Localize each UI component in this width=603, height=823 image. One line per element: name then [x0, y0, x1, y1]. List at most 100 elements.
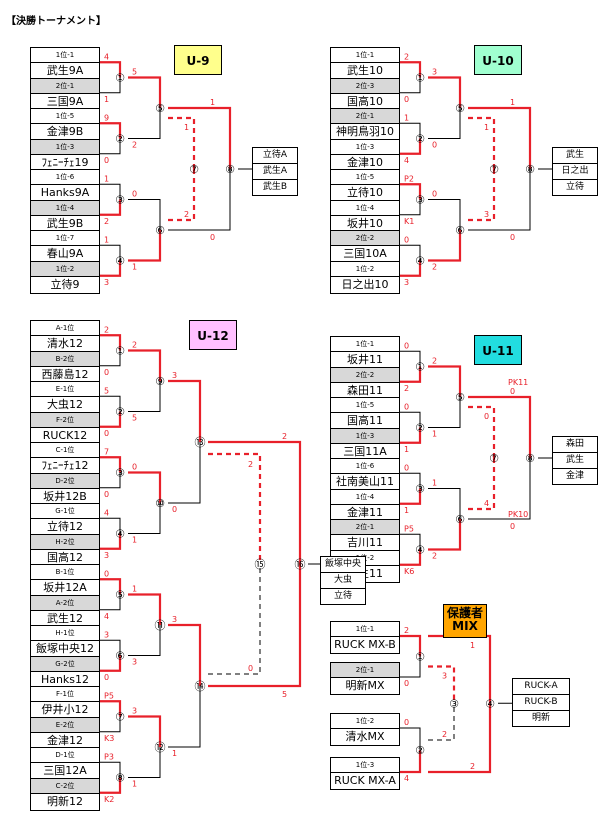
division-label: U-10: [474, 45, 522, 75]
bracket-line: [100, 260, 122, 277]
team-name: 清水12: [47, 337, 83, 350]
score-label: 2: [248, 460, 253, 469]
match-number: ⑤: [155, 102, 165, 115]
bracket-line: [100, 777, 122, 794]
match-number: ⑨: [155, 375, 165, 388]
bracket-line: [428, 108, 461, 139]
score-label: 5: [132, 414, 137, 423]
team-rank: 1位-5: [31, 109, 99, 124]
bracket-line: [100, 411, 122, 428]
team-name: 国高11: [347, 414, 383, 427]
match-number: ⑦: [489, 163, 499, 176]
match-number: ⑭: [195, 680, 206, 693]
bracket-line: [468, 405, 496, 458]
score-label: 1: [184, 123, 189, 132]
score-label: 3: [132, 707, 137, 716]
match-number: ④: [485, 697, 495, 710]
winner-name: 森田: [553, 437, 597, 453]
score-label: 4: [484, 499, 489, 508]
bracket-line: [128, 747, 161, 778]
team-name: 明新12: [47, 794, 83, 808]
winner-name: 立待: [333, 591, 352, 601]
score-label: 3: [104, 630, 109, 639]
team-rank: 2位-1: [331, 520, 399, 535]
score-label: 2: [470, 762, 475, 771]
match-number: ③: [115, 194, 125, 207]
bracket-line: [400, 533, 421, 550]
score-label: 0: [432, 141, 437, 150]
match-number: ⑪: [155, 619, 166, 632]
team-rank: C-1位: [31, 443, 99, 458]
bracket-line: [400, 656, 421, 678]
team-rank: F-1位: [31, 687, 99, 702]
match-number: ⑧: [115, 772, 125, 785]
bracket-line: [100, 472, 121, 489]
bracket-line: [100, 655, 122, 672]
score-label: 1: [104, 235, 109, 244]
winner-name: 武生A: [253, 164, 297, 180]
score-label: 0: [510, 233, 515, 242]
score-label: 0: [172, 505, 177, 514]
team-box: A-1位清水12: [30, 320, 100, 353]
team-rank: B-2位: [31, 351, 99, 367]
match-number: ③: [115, 467, 125, 480]
score-label: 7: [104, 447, 109, 456]
team-rank: 1位-1: [331, 48, 399, 63]
team-name: 明新MX: [345, 679, 385, 692]
winner-name: 立待: [565, 182, 584, 192]
bracket-line: [400, 244, 421, 261]
score-label: 1: [470, 641, 475, 650]
team-rank: 1位-5: [331, 170, 399, 185]
team-rank: F-2位: [31, 412, 99, 428]
team-name: 三国10A: [343, 247, 387, 260]
team-rank: B-1位: [31, 565, 99, 580]
score-label: 1: [510, 98, 515, 107]
bracket-line: [400, 122, 421, 139]
bracket-line: [168, 686, 201, 748]
score-label: 1: [404, 506, 409, 515]
team-rank: 1位-5: [331, 398, 399, 413]
team-rank: C-2位: [31, 778, 99, 794]
score-label: PK10: [508, 510, 528, 519]
score-label: P5: [104, 691, 114, 700]
score-label: K2: [104, 795, 114, 804]
winners-box: 飯塚中央大虫立待: [320, 556, 366, 605]
bracket-line: [400, 61, 422, 78]
match-number: ⑫: [155, 741, 166, 754]
score-label: 2: [404, 384, 409, 393]
score-label: 4: [104, 508, 109, 517]
team-name: 伊井小12: [41, 703, 89, 716]
team-rank: 1位-4: [31, 200, 99, 216]
match-number: ④: [115, 528, 125, 541]
team-name: RUCK MX-A: [334, 774, 396, 787]
match-number: ①: [415, 72, 425, 85]
match-number: ⑥: [115, 650, 125, 663]
team-name: 大虫12: [47, 398, 83, 411]
bracket-line: [400, 549, 422, 566]
winner-name: 武生: [553, 453, 597, 469]
match-number: ⑦: [115, 711, 125, 724]
bracket-line: [100, 700, 122, 717]
bracket-line: [400, 350, 421, 367]
match-number: ④: [415, 544, 425, 557]
bracket-line: [428, 230, 462, 262]
team-name: ﾌｪﾆｰﾁｪ12: [41, 459, 89, 472]
team-box: A-2位武生12: [30, 594, 100, 628]
match-number: ⑮: [255, 558, 266, 571]
bracket-line: [400, 488, 422, 505]
winner-name: 武生: [553, 148, 597, 164]
score-label: 0: [484, 412, 489, 421]
bracket-line: [468, 395, 532, 458]
bracket-line: [428, 519, 462, 551]
score-label: 1: [404, 113, 409, 122]
division-label: 保護者 MIX: [443, 604, 487, 638]
